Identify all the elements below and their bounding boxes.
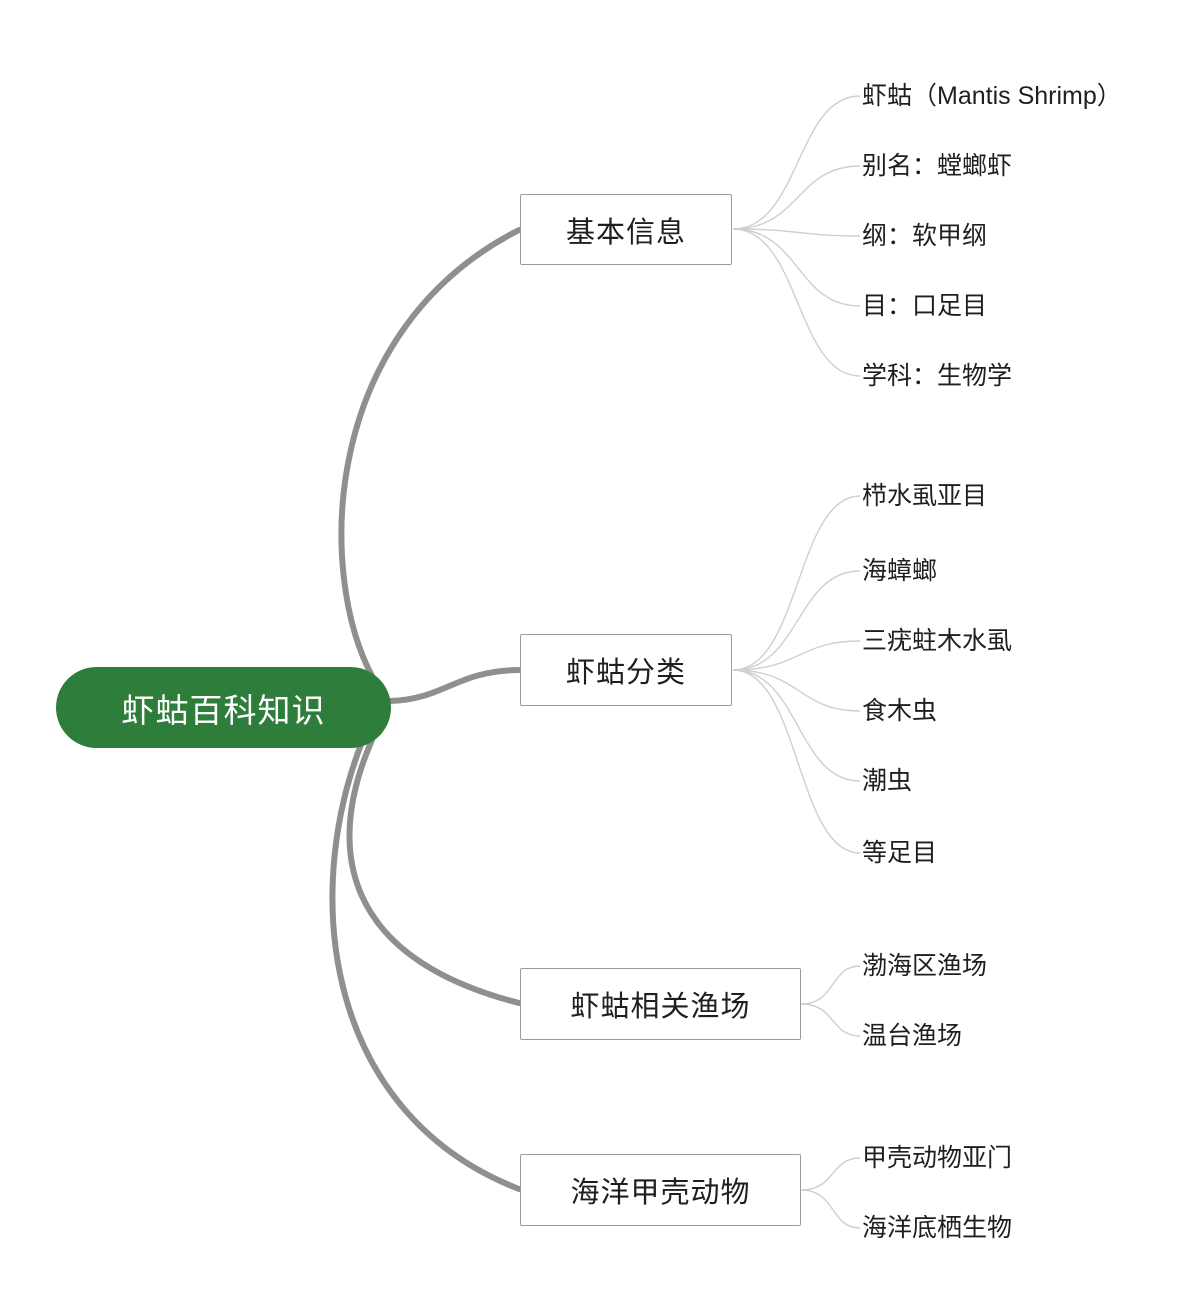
leaf-connector [732, 669, 861, 854]
branch-node-fishery[interactable]: 虾蛄相关渔场 [520, 968, 801, 1040]
leaf-connector [732, 228, 861, 237]
leaf-connector [732, 495, 861, 671]
leaf-node[interactable]: 虾蛄（Mantis Shrimp） [862, 82, 1122, 110]
leaf-connector [732, 165, 861, 230]
leaf-node[interactable]: 三疣蛀木水虱 [862, 627, 1013, 655]
leaf-connector [732, 669, 861, 782]
leaf-connector [732, 228, 861, 377]
leaf-node[interactable]: 目：口足目 [862, 292, 988, 320]
leaf-connector [800, 1003, 861, 1037]
leaf-node[interactable]: 学科：生物学 [862, 362, 1013, 390]
branch-node-basic-info[interactable]: 基本信息 [520, 194, 732, 265]
leaf-node[interactable]: 海蟑螂 [862, 557, 938, 585]
leaf-node[interactable]: 别名：螳螂虾 [862, 152, 1013, 180]
leaf-connector [732, 570, 861, 671]
leaf-connector [800, 965, 861, 1005]
leaf-node[interactable]: 食木虫 [862, 697, 938, 725]
leaf-connector [732, 228, 861, 307]
leaf-node[interactable]: 潮虫 [862, 767, 913, 795]
branch-connector-classification [387, 667, 522, 704]
leaf-connector [800, 1189, 861, 1229]
leaf-node[interactable]: 栉水虱亚目 [862, 482, 988, 510]
branch-node-classification[interactable]: 虾蛄分类 [520, 634, 732, 706]
leaf-connector [732, 640, 861, 671]
root-topic[interactable]: 虾蛄百科知识 [56, 667, 391, 748]
leaf-connector [800, 1157, 861, 1191]
leaf-node[interactable]: 海洋底栖生物 [862, 1214, 1013, 1242]
branch-connector-basic-info [338, 227, 522, 679]
leaf-connector [732, 669, 861, 712]
leaf-node[interactable]: 温台渔场 [862, 1022, 963, 1050]
leaf-node[interactable]: 甲壳动物亚门 [862, 1144, 1013, 1172]
branch-node-marine[interactable]: 海洋甲壳动物 [520, 1154, 801, 1226]
branch-connector-marine [329, 739, 522, 1192]
leaf-connector [732, 95, 861, 230]
leaf-node[interactable]: 渤海区渔场 [862, 952, 988, 980]
leaf-node[interactable]: 等足目 [862, 839, 938, 867]
branch-connector-fishery [346, 737, 522, 1006]
leaf-node[interactable]: 纲：软甲纲 [862, 222, 988, 250]
